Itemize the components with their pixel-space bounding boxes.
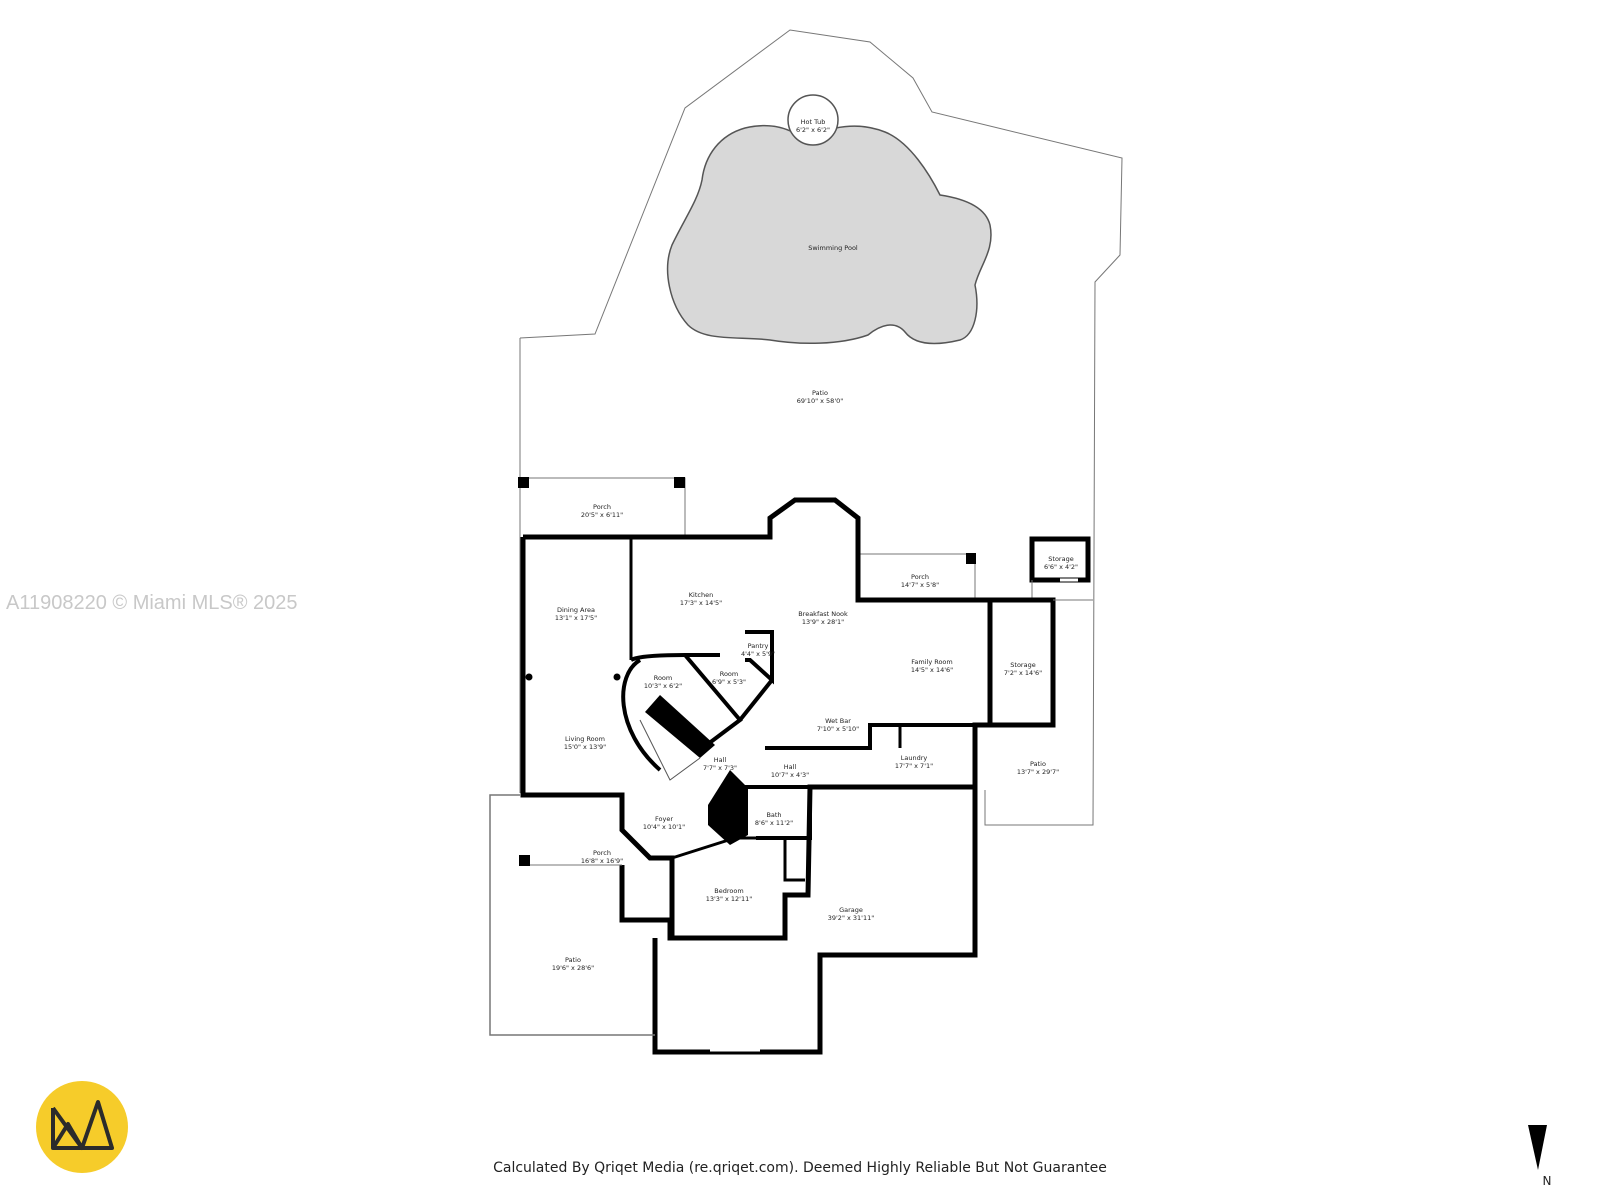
room-dims-patio-left: 19'6" x 28'6" bbox=[552, 964, 594, 972]
room-dims-family: 14'5" x 14'6" bbox=[911, 666, 953, 674]
garage-walls bbox=[652, 784, 978, 1055]
room-dims-breakfast: 13'9" x 28'1" bbox=[802, 618, 844, 626]
room-name-porch-top: Porch bbox=[593, 503, 611, 511]
bath-fixture bbox=[708, 770, 748, 845]
room-dims-porch-top: 20'5" x 6'11" bbox=[581, 511, 623, 519]
room-dims-dining: 13'1" x 17'5" bbox=[555, 614, 597, 622]
room-name-wetbar: Wet Bar bbox=[825, 717, 851, 725]
room-name-bedroom: Bedroom bbox=[714, 887, 743, 895]
room-name-storage-large: Storage bbox=[1010, 661, 1035, 669]
room-name-room-b: Room bbox=[720, 670, 739, 678]
room-name-dining: Dining Area bbox=[557, 606, 595, 614]
interior-wall bbox=[630, 653, 720, 662]
room-name-kitchen: Kitchen bbox=[689, 591, 713, 599]
room-dims-patio-right: 13'7" x 29'7" bbox=[1017, 768, 1059, 776]
room-name-patio-right: Patio bbox=[1030, 760, 1046, 768]
stairs bbox=[645, 695, 715, 758]
room-dims-kitchen: 17'3" x 14'5" bbox=[680, 599, 722, 607]
porch-front-outline bbox=[489, 794, 655, 1036]
room-dims-garage: 39'2" x 31'11" bbox=[828, 914, 874, 922]
room-dims-bath: 8'6" x 11'2" bbox=[755, 819, 793, 827]
room-name-family: Family Room bbox=[911, 658, 953, 666]
post bbox=[519, 855, 530, 866]
room-name-breakfast: Breakfast Nook bbox=[798, 610, 848, 618]
room-dims-room-a: 10'3" x 6'2" bbox=[644, 682, 682, 690]
room-name-patio-left: Patio bbox=[565, 956, 581, 964]
post bbox=[518, 477, 529, 488]
hot-tub bbox=[787, 94, 839, 146]
room-dims-storage-small: 6'6" x 4'2" bbox=[1044, 563, 1078, 571]
room-name-bath: Bath bbox=[766, 811, 781, 819]
room-name-pantry: Pantry bbox=[748, 642, 769, 650]
room-name-garage: Garage bbox=[839, 906, 863, 914]
room-name-hall-b: Hall bbox=[784, 763, 797, 771]
room-dims-porch-right: 14'7" x 5'8" bbox=[901, 581, 939, 589]
room-name-porch-front: Porch bbox=[593, 849, 611, 857]
interior-wall bbox=[738, 678, 774, 722]
room-dims-porch-front: 16'8" x 16'9" bbox=[581, 857, 623, 865]
mls-watermark: A11908220 © Miami MLS® 2025 bbox=[6, 592, 298, 614]
interior-wall bbox=[765, 723, 975, 750]
room-dims-hall-b: 10'7" x 4'3" bbox=[771, 771, 809, 779]
stairs-outline bbox=[639, 719, 701, 781]
swimming-pool bbox=[666, 124, 992, 345]
footer-disclaimer: Calculated By Qriqet Media (re.qriqet.co… bbox=[493, 1160, 1107, 1176]
room-name-patio-main: Patio bbox=[812, 389, 828, 397]
room-dims-hall-a: 7'7" x 7'3" bbox=[703, 764, 737, 772]
column bbox=[613, 673, 621, 681]
post bbox=[966, 553, 976, 564]
qriqet-logo-icon bbox=[36, 1081, 128, 1173]
room-name-room-a: Room bbox=[654, 674, 673, 682]
room-name-hall-a: Hall bbox=[714, 756, 727, 764]
room-dims-living: 15'0" x 13'9" bbox=[564, 743, 606, 751]
compass-label: N bbox=[1542, 1174, 1552, 1188]
interior-wall bbox=[783, 838, 805, 882]
room-dims-hot-tub: 6'2" x 6'2" bbox=[796, 126, 830, 134]
room-name-laundry: Laundry bbox=[901, 754, 928, 762]
storage-large-walls bbox=[990, 597, 1056, 728]
room-name-porch-right: Porch bbox=[911, 573, 929, 581]
room-dims-patio-main: 69'10" x 58'0" bbox=[797, 397, 843, 405]
bedroom-walls bbox=[671, 836, 785, 860]
room-labels: Hot Tub 6'2" x 6'2" Swimming Pool Patio … bbox=[552, 118, 1078, 972]
north-arrow-icon bbox=[1528, 1125, 1547, 1170]
room-dims-pantry: 4'4" x 5'9" bbox=[741, 650, 775, 658]
storage-small-walls bbox=[1029, 536, 1091, 583]
post bbox=[674, 477, 685, 488]
room-dims-bedroom: 13'3" x 12'11" bbox=[706, 895, 752, 903]
room-name-foyer: Foyer bbox=[655, 815, 673, 823]
room-dims-wetbar: 7'10" x 5'10" bbox=[817, 725, 859, 733]
room-name-hot-tub: Hot Tub bbox=[801, 118, 826, 126]
room-name-storage-small: Storage bbox=[1048, 555, 1073, 563]
room-name-living: Living Room bbox=[565, 735, 605, 743]
room-name-pool: Swimming Pool bbox=[808, 244, 858, 252]
room-dims-foyer: 10'4" x 10'1" bbox=[643, 823, 685, 831]
column bbox=[525, 673, 533, 681]
room-dims-storage-large: 7'2" x 14'6" bbox=[1004, 669, 1042, 677]
curved-room-wall bbox=[621, 658, 662, 772]
exterior-walls bbox=[523, 497, 993, 941]
room-dims-room-b: 6'9" x 5'3" bbox=[712, 678, 746, 686]
yard-outline bbox=[519, 29, 1123, 826]
room-dims-laundry: 17'7" x 7'1" bbox=[895, 762, 933, 770]
